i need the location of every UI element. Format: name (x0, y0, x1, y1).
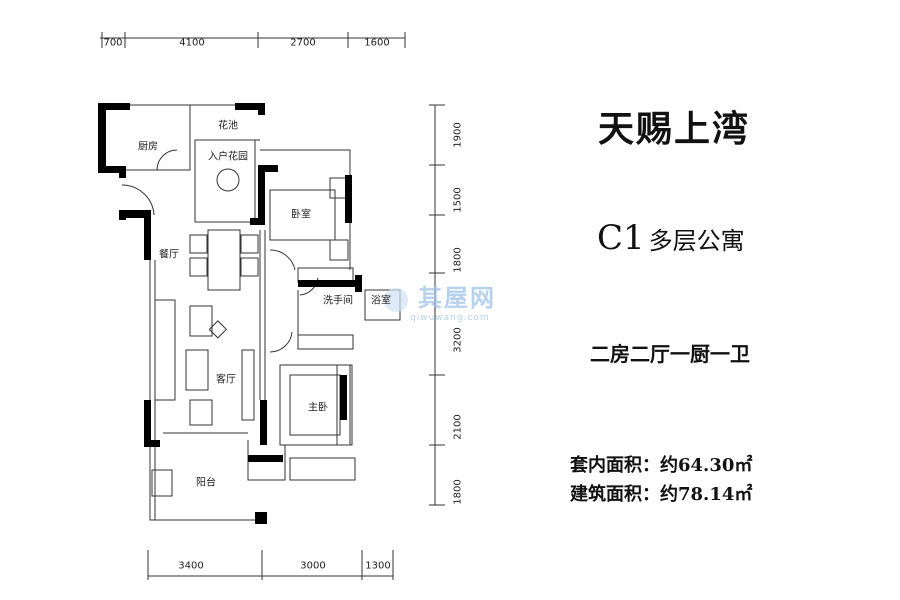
room-label-flower-bed: 花池 (218, 120, 238, 132)
watermark-logo-icon (384, 288, 408, 312)
room-label-entry-garden: 入户花园 (208, 151, 248, 163)
dim-right-2: 1500 (452, 187, 464, 213)
top-dimension-ticks (101, 32, 406, 48)
right-dimension-ticks (429, 104, 445, 506)
dim-right-3: 1800 (452, 247, 464, 273)
room-label-living: 客厅 (216, 374, 236, 386)
dim-top-4: 1600 (364, 37, 390, 49)
inner-area: 套内面积：约64.30㎡ (570, 455, 753, 476)
room-label-master-bedroom: 主卧 (308, 402, 328, 414)
dim-right-1: 1900 (452, 122, 464, 148)
room-label-bathroom: 浴室 (371, 295, 391, 307)
thin-walls (122, 104, 401, 521)
dim-right-4: 3200 (452, 327, 464, 353)
gross-area: 建筑面积：约78.14㎡ (570, 484, 753, 505)
watermark: 其屋网 qiwuwang.com (410, 278, 496, 323)
dim-right-5: 2100 (452, 414, 464, 440)
dim-bottom-1: 3400 (178, 560, 204, 572)
unit-kind: 多层公寓 (648, 227, 745, 255)
bottom-dimension-ticks (147, 550, 394, 580)
dim-bottom-2: 3000 (300, 560, 326, 572)
room-label-dining: 餐厅 (159, 249, 179, 261)
bearing-walls (98, 103, 362, 524)
project-title: 天赐上湾 (598, 108, 751, 150)
dim-right-6: 1800 (452, 479, 464, 505)
unit-code: C1 (597, 218, 645, 258)
door-arcs (121, 149, 319, 353)
dim-top-2: 4100 (179, 37, 205, 49)
room-label-balcony: 阳台 (196, 477, 216, 489)
dim-top-1: 700 (103, 37, 123, 49)
dim-top-3: 2700 (290, 37, 316, 49)
room-label-washroom: 洗手间 (323, 295, 353, 307)
room-label-bedroom: 卧室 (291, 209, 311, 221)
layout-summary: 二房二厅一厨一卫 (590, 342, 750, 366)
dim-bottom-3: 1300 (365, 560, 391, 572)
watermark-url: qiwuwang.com (410, 313, 490, 323)
watermark-logo-text: 其屋网 (418, 284, 496, 312)
room-label-kitchen: 厨房 (138, 141, 158, 153)
